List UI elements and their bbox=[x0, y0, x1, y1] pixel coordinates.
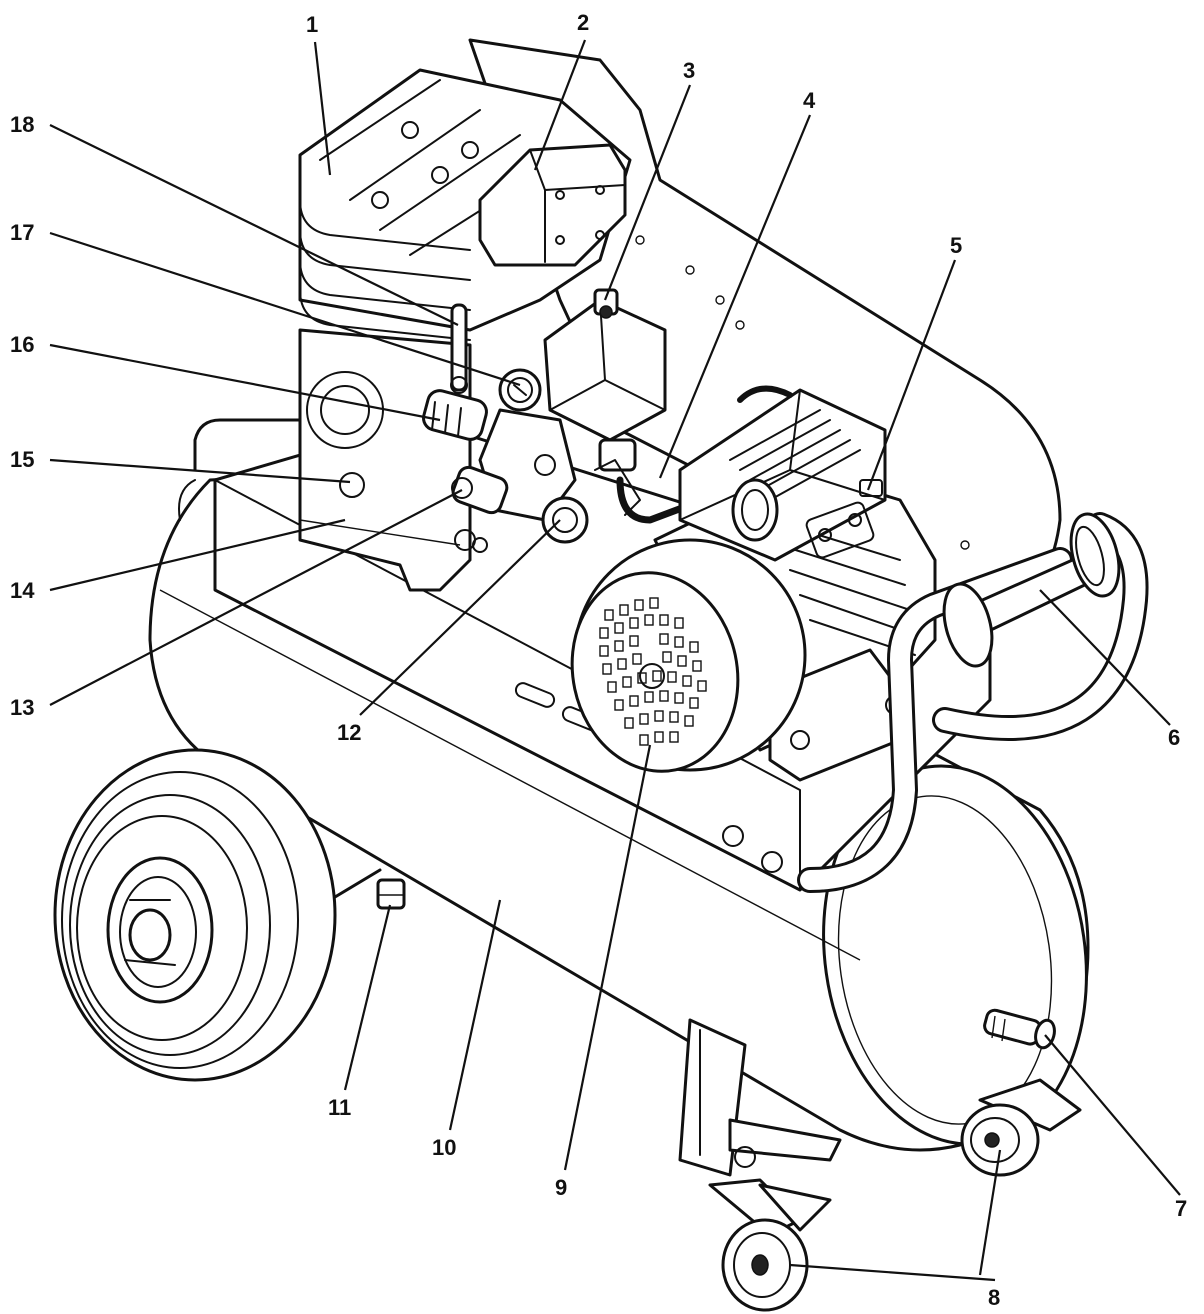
caster-wheel-front bbox=[708, 1178, 832, 1312]
leader-lines bbox=[49, 39, 1181, 1282]
manifold bbox=[422, 368, 694, 544]
front-foot bbox=[678, 1018, 1082, 1177]
air-filter bbox=[478, 143, 627, 267]
leader-1 bbox=[313, 41, 332, 176]
callout-numbers: 1 2 3 4 5 6 7 8 9 10 11 12 13 14 15 16 1… bbox=[10, 10, 1187, 1310]
caster-wheel-rear bbox=[960, 1103, 1040, 1177]
leader-10 bbox=[448, 899, 502, 1131]
callout-14: 14 bbox=[10, 578, 35, 603]
leader-8b bbox=[978, 1149, 1002, 1276]
leader-9 bbox=[563, 744, 652, 1171]
safety-valve bbox=[450, 303, 468, 394]
motor-fan-cover bbox=[570, 538, 807, 773]
callout-16: 16 bbox=[10, 332, 34, 357]
crankcase bbox=[298, 328, 488, 592]
callout-10: 10 bbox=[432, 1135, 456, 1160]
callout-8: 8 bbox=[988, 1285, 1000, 1310]
leader-14 bbox=[49, 518, 346, 592]
leader-13 bbox=[49, 489, 463, 706]
callout-4: 4 bbox=[803, 88, 816, 113]
leader-18 bbox=[49, 124, 459, 326]
leader-8a bbox=[789, 1263, 996, 1282]
callout-9: 9 bbox=[555, 1175, 567, 1200]
leader-2 bbox=[533, 39, 587, 171]
callout-6: 6 bbox=[1168, 725, 1180, 750]
handle bbox=[797, 512, 1149, 893]
leader-5 bbox=[866, 259, 957, 491]
pressure-switch bbox=[543, 288, 667, 472]
callout-5: 5 bbox=[950, 233, 962, 258]
leader-15 bbox=[49, 458, 351, 484]
leader-12 bbox=[359, 519, 561, 716]
callout-15: 15 bbox=[10, 447, 34, 472]
callout-12: 12 bbox=[337, 720, 361, 745]
callout-18: 18 bbox=[10, 112, 34, 137]
leader-7 bbox=[1044, 1034, 1181, 1196]
leader-17 bbox=[49, 231, 521, 387]
callout-7: 7 bbox=[1175, 1196, 1187, 1221]
rear-frame bbox=[178, 418, 302, 521]
callout-1: 1 bbox=[306, 12, 318, 37]
callout-13: 13 bbox=[10, 695, 34, 720]
leader-11 bbox=[343, 904, 392, 1091]
leader-4 bbox=[658, 114, 812, 479]
drain-valve bbox=[376, 878, 406, 910]
leader-3 bbox=[603, 84, 692, 301]
callout-17: 17 bbox=[10, 220, 34, 245]
wheel bbox=[53, 748, 382, 1082]
leader-6 bbox=[1039, 589, 1171, 726]
callout-3: 3 bbox=[683, 58, 695, 83]
leader-16 bbox=[49, 343, 441, 422]
callout-11: 11 bbox=[328, 1095, 351, 1120]
callout-2: 2 bbox=[577, 10, 589, 35]
